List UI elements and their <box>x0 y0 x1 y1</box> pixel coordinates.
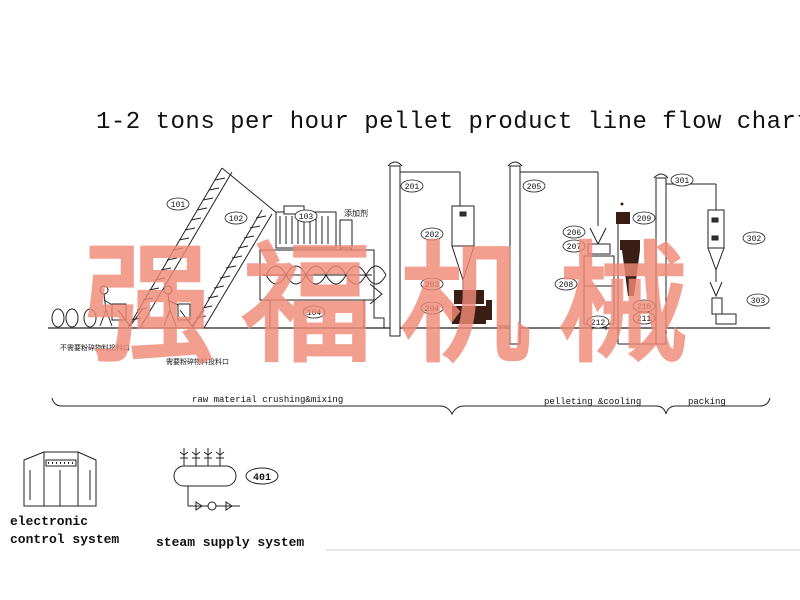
svg-text:205: 205 <box>527 183 542 192</box>
watermark-text: 强福机械 <box>84 229 716 381</box>
label-103: 103 <box>294 209 318 223</box>
svg-text:207: 207 <box>567 243 582 252</box>
electronic-label-line2: control system <box>10 532 119 547</box>
svg-text:302: 302 <box>747 235 762 244</box>
svg-text:102: 102 <box>229 215 244 224</box>
label-207: 207 <box>562 239 586 253</box>
label-203: 203 <box>420 277 444 291</box>
svg-text:101: 101 <box>171 201 186 210</box>
svg-text:209: 209 <box>637 215 652 224</box>
svg-text:301: 301 <box>675 177 690 186</box>
svg-text:303: 303 <box>751 297 766 306</box>
label-208: 208 <box>554 277 578 291</box>
label-202: 202 <box>420 227 444 241</box>
svg-text:211: 211 <box>637 315 652 324</box>
pellet-bin-202 <box>451 205 475 292</box>
svg-text:210: 210 <box>637 303 652 312</box>
label-102: 102 <box>224 211 248 225</box>
cyclone-fan <box>616 202 656 345</box>
svg-text:401: 401 <box>253 473 271 484</box>
svg-text:212: 212 <box>591 319 606 328</box>
label-205: 205 <box>522 179 546 193</box>
material-bags-icon <box>51 308 97 328</box>
label-302: 302 <box>742 231 766 245</box>
chart-title: 1-2 tons per hour pellet product line fl… <box>96 109 800 136</box>
inclined-conveyor-101 <box>127 167 279 329</box>
label-209: 209 <box>632 211 656 225</box>
inclined-conveyor-102 <box>191 209 273 329</box>
intake-hopper-1 <box>117 309 143 327</box>
svg-text:202: 202 <box>425 231 440 240</box>
steam-label: steam supply system <box>156 535 304 550</box>
svg-text:204: 204 <box>425 305 440 314</box>
section-crushing-label: raw material crushing&mixing <box>192 395 343 405</box>
worker-icon <box>163 285 191 327</box>
label-101: 101 <box>166 197 190 211</box>
label-301: 301 <box>670 173 694 187</box>
section-packing-label: packing <box>688 397 726 407</box>
svg-text:208: 208 <box>559 281 574 290</box>
packing-bin-302 <box>707 209 737 325</box>
section-pelleting-label: pelleting &cooling <box>544 397 641 407</box>
pellet-mill-204 <box>452 290 492 324</box>
counterflow-cooler <box>583 227 615 330</box>
label-303: 303 <box>746 293 770 307</box>
no-crush-inlet-note: 不需要粉碎物料投料口 <box>60 343 130 352</box>
control-cabinet-icon <box>23 451 97 507</box>
svg-text:201: 201 <box>405 183 420 192</box>
label-401: 401 <box>245 467 279 485</box>
label-211: 211 <box>632 311 656 325</box>
label-212: 212 <box>586 315 610 329</box>
label-104: 104 <box>302 305 326 319</box>
bucket-elevator-205 <box>498 161 599 345</box>
label-204: 204 <box>420 301 444 315</box>
svg-text:203: 203 <box>425 281 440 290</box>
svg-text:103: 103 <box>299 213 314 222</box>
electronic-label-line1: electronic <box>10 514 88 529</box>
svg-text:104: 104 <box>307 309 322 318</box>
section-brace <box>51 397 771 416</box>
additive-note: 添加剂 <box>344 208 368 218</box>
label-201: 201 <box>400 179 424 193</box>
crush-inlet-note: 需要粉碎物料投料口 <box>166 357 229 366</box>
steam-system-icon <box>173 448 240 511</box>
bucket-elevator-201 <box>387 161 461 337</box>
mixer-104 <box>259 249 387 328</box>
svg-text:206: 206 <box>567 229 582 238</box>
label-206: 206 <box>562 225 586 239</box>
